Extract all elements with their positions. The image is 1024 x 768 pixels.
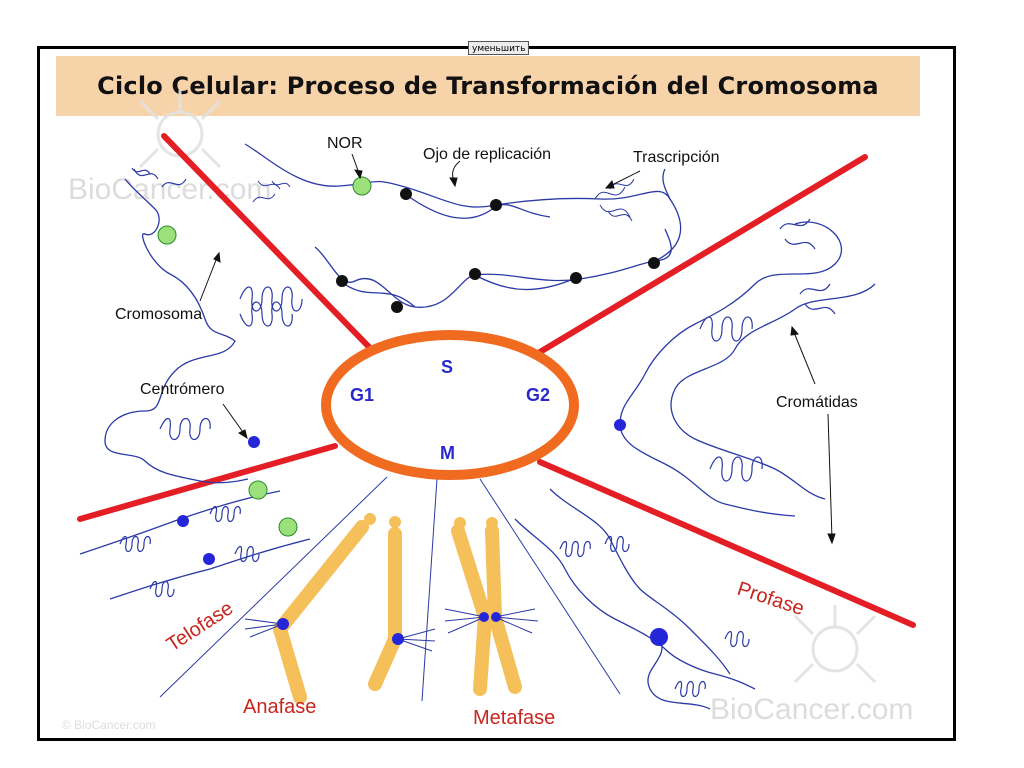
centromere-dot-icon	[203, 553, 215, 565]
nor-dot-icon	[248, 480, 268, 500]
phase-anafase: Anafase	[243, 696, 316, 718]
transcription-fringe	[252, 178, 635, 222]
label-cromatidas: Cromátidas	[776, 394, 858, 411]
phase-profase: Profase	[734, 578, 806, 620]
centromere-dot-icon	[614, 419, 626, 431]
replication-dot	[400, 188, 412, 200]
cell-cycle-diagram: BioCancer.com BioCancer.com © BioCancer.…	[62, 90, 916, 732]
replication-dot	[469, 268, 481, 280]
replication-dot	[336, 275, 348, 287]
cycle-s-label: S	[441, 357, 453, 377]
g1-chromosome	[104, 167, 303, 484]
replication-dot	[648, 257, 660, 269]
cell-cycle-ellipse	[321, 330, 579, 480]
watermark-brand-bottom: BioCancer.com	[710, 693, 913, 726]
cycle-g1-label: G1	[350, 385, 374, 405]
nor-dot-icon	[278, 517, 298, 537]
centromere-dot-icon	[650, 628, 668, 646]
label-centromero: Centrómero	[140, 381, 225, 398]
centromere-dot-icon	[277, 618, 289, 630]
slide-frame: Ciclo Celular: Proceso de Transformación…	[37, 46, 956, 741]
label-arrows	[199, 153, 836, 545]
title-bar: Ciclo Celular: Proceso de Transformación…	[56, 56, 920, 116]
prophase-chromosomes	[514, 488, 756, 710]
nor-dot-icon	[352, 176, 372, 196]
centromere-dot-icon	[392, 633, 404, 645]
label-trascripcion: Trascripción	[633, 149, 720, 166]
nor-dot-icon	[157, 225, 177, 245]
label-ojo-de-replicacion: Ojo de replicación	[423, 146, 551, 163]
g2-chromatids	[614, 218, 876, 517]
telophase-threads	[79, 480, 311, 600]
watermark-group: BioCancer.com BioCancer.com © BioCancer.…	[62, 90, 913, 732]
watermark-brand-top: BioCancer.com	[68, 173, 271, 206]
phase-metafase: Metafase	[473, 707, 555, 729]
phase-telofase: Telofase	[163, 597, 237, 656]
zoom-out-tooltip[interactable]: уменьшить	[468, 41, 530, 55]
cycle-g2-label: G2	[526, 385, 550, 405]
centromere-dot-icon	[248, 436, 260, 448]
label-cromosoma: Cromosoma	[115, 306, 202, 323]
mitosis-rays	[159, 476, 621, 702]
anaphase-chromosomes	[244, 513, 436, 704]
label-nor: NOR	[327, 135, 363, 152]
metaphase-chromosomes	[444, 517, 539, 696]
page-title: Ciclo Celular: Proceso de Transformación…	[97, 72, 879, 100]
cycle-m-label: M	[440, 443, 455, 463]
replication-dot	[391, 301, 403, 313]
replication-dot	[490, 199, 502, 211]
replication-dot	[570, 272, 582, 284]
centromere-dot-icon	[479, 612, 489, 622]
copyright-text: © BioCancer.com	[62, 718, 156, 732]
centromere-dot-icon	[177, 515, 189, 527]
centromere-dot-icon	[491, 612, 501, 622]
s-phase-chromatin	[244, 143, 682, 313]
